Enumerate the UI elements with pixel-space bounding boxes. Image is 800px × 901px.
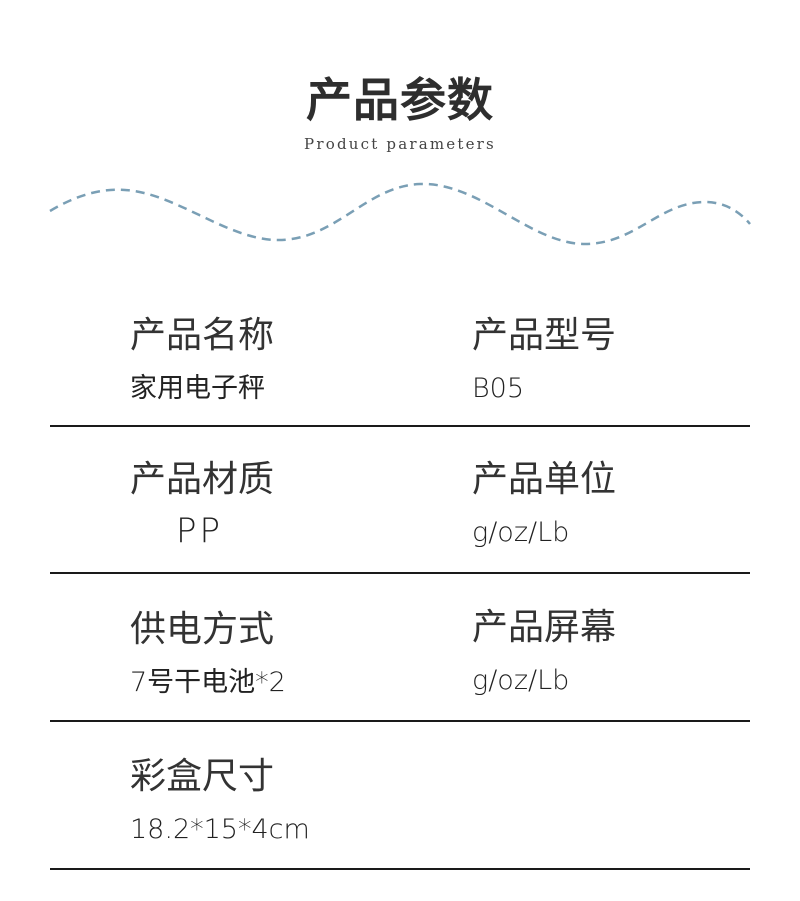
param-product-model: 产品型号 B05	[472, 314, 616, 406]
row-divider	[50, 572, 750, 574]
param-label: 产品型号	[472, 315, 617, 356]
param-label: 产品材质	[130, 459, 275, 500]
param-label: 产品单位	[472, 459, 617, 500]
param-value: 18.2*15*4cm	[130, 814, 310, 845]
param-box-size: 彩盒尺寸 18.2*15*4cm	[130, 755, 310, 847]
param-power-supply: 供电方式 7号干电池*2	[130, 608, 286, 700]
dashed-wave-divider	[49, 182, 751, 246]
param-product-material: 产品材质 PP	[130, 458, 274, 548]
param-value: PP	[176, 511, 224, 551]
row-divider	[50, 868, 750, 870]
page-subtitle: Product parameters	[304, 135, 496, 153]
param-value: g/oz/Lb	[472, 517, 570, 548]
param-label: 彩盒尺寸	[130, 756, 275, 797]
param-product-name: 产品名称 家用电子秤	[130, 314, 274, 406]
param-label: 供电方式	[130, 609, 275, 650]
param-value: 7号干电池*2	[130, 667, 286, 698]
param-value: g/oz/Lb	[472, 665, 570, 696]
param-product-screen: 产品屏幕 g/oz/Lb	[472, 606, 616, 698]
page-title: 产品参数	[306, 73, 494, 127]
param-label: 产品屏幕	[472, 607, 617, 648]
param-product-unit: 产品单位 g/oz/Lb	[472, 458, 616, 550]
param-label: 产品名称	[130, 315, 275, 356]
row-divider	[50, 720, 750, 722]
row-divider	[50, 425, 750, 427]
param-value: 家用电子秤	[130, 373, 265, 404]
param-value: B05	[472, 373, 525, 404]
